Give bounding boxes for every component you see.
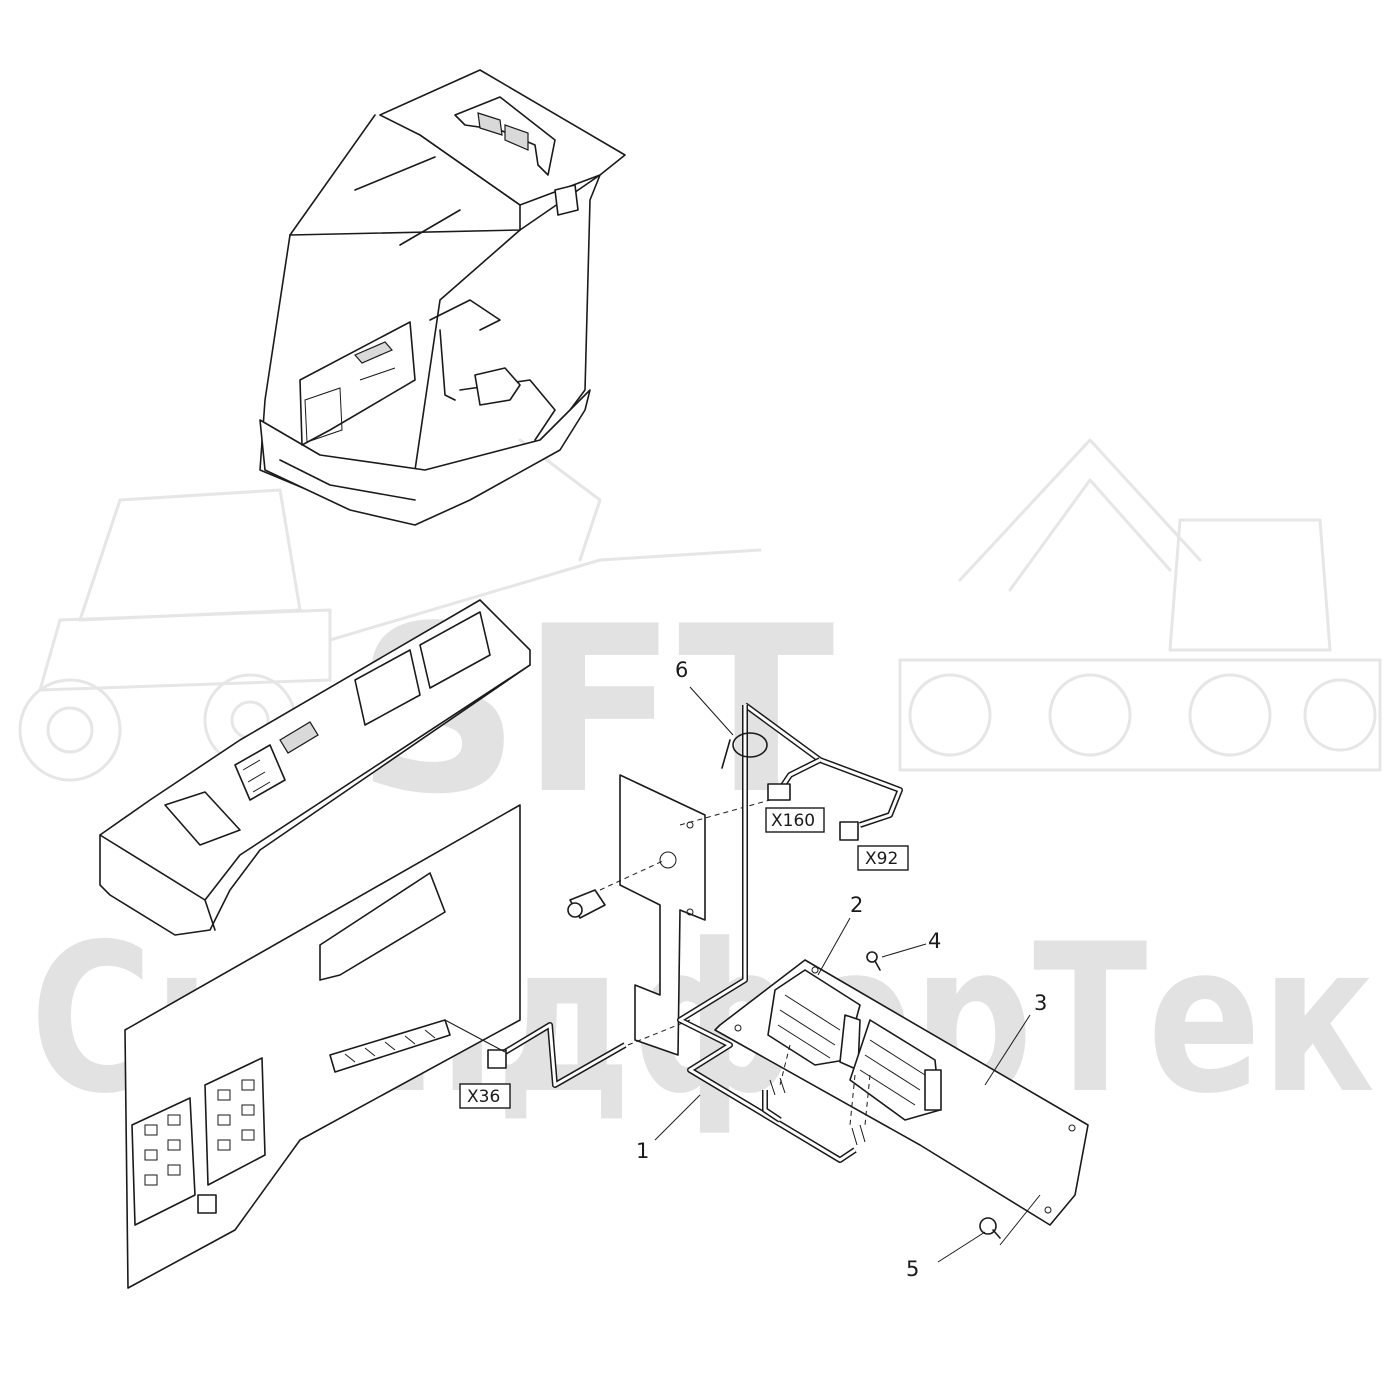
callout-3: 3	[1034, 991, 1047, 1015]
callout-leaders	[444, 686, 1041, 1263]
cable-clamp	[732, 732, 768, 758]
connector-x160-plug	[767, 783, 791, 801]
callout-1: 1	[636, 1139, 649, 1163]
watermark-excavator-icon	[898, 438, 1382, 772]
connector-x36-plug	[487, 1049, 507, 1069]
callout-6: 6	[675, 658, 688, 682]
connector-label-x160: X160	[771, 811, 815, 831]
watermark: SFT СкандфорТек	[18, 438, 1382, 1139]
connector-x92-plug	[839, 821, 859, 841]
connector-labels: X160 X92 X36	[459, 807, 909, 1109]
screw-large	[979, 1217, 1001, 1239]
control-module-board	[714, 959, 1089, 1226]
mounting-bracket	[567, 774, 771, 1056]
connector-label-x36: X36	[467, 1087, 500, 1107]
side-panel	[124, 804, 521, 1289]
dashboard-cover	[99, 599, 531, 936]
callout-2: 2	[850, 893, 863, 917]
screw-small	[866, 951, 881, 971]
callout-labels: 6 2 4 3 1 5	[636, 658, 1047, 1281]
callout-5: 5	[906, 1257, 919, 1281]
wiring-harness	[487, 702, 903, 1163]
fasteners	[866, 951, 1001, 1239]
cab-assembly	[259, 69, 626, 526]
callout-4: 4	[928, 929, 941, 953]
connector-label-x92: X92	[865, 849, 898, 869]
